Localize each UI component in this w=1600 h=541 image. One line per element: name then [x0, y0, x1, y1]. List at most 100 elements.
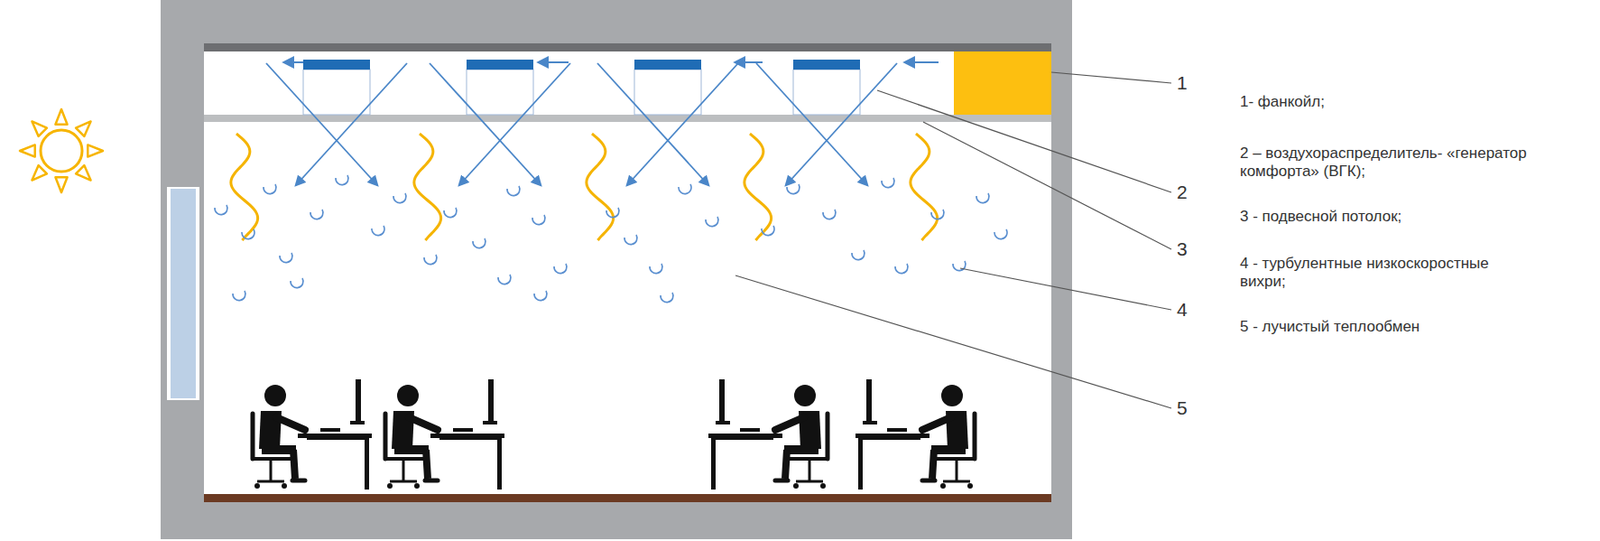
desk-panel [439, 437, 498, 440]
sun-disc [40, 129, 83, 172]
vortex-swirl [310, 209, 324, 220]
arm [408, 416, 438, 430]
desk-leg [858, 433, 863, 490]
chair-post [269, 458, 273, 481]
desk-panel [715, 437, 774, 440]
radiant-wave [231, 133, 259, 241]
shin [425, 449, 428, 479]
sun-ray [31, 165, 47, 180]
vortex-swirl [534, 290, 547, 301]
supply-jet [597, 63, 709, 185]
distributor-body [303, 69, 370, 115]
chair-wheel [793, 482, 799, 489]
supply-jet [786, 63, 898, 185]
monitor-stand [482, 420, 498, 425]
foot [922, 478, 935, 483]
sun-ray [75, 120, 91, 136]
legend-text: 1- фанкойл; [1239, 92, 1538, 111]
foot [292, 478, 306, 483]
vortex-swirl [279, 252, 293, 263]
vortex-swirl [851, 249, 865, 260]
vortex-swirl [507, 185, 520, 196]
leader-line [960, 268, 1172, 310]
chair-wheel [414, 482, 420, 489]
callout-number: 4 [1176, 298, 1188, 321]
head [794, 384, 816, 407]
sun-ray [19, 144, 36, 157]
fan-coil [953, 51, 1052, 115]
floor [203, 493, 1052, 502]
vortex-swirl [823, 209, 836, 220]
suspended-ceiling [203, 114, 1052, 122]
monitor-stand [350, 420, 365, 425]
distributor-bar [303, 59, 370, 70]
chair-back [972, 413, 978, 459]
vortex-swirl [606, 207, 620, 218]
monitor [719, 379, 725, 421]
vortex-swirl [371, 225, 385, 236]
vortex-swirl [994, 229, 1008, 240]
shin [293, 449, 296, 479]
desk-leg [711, 433, 716, 490]
leader-line [735, 275, 1172, 408]
chair-back [383, 413, 389, 459]
chair-base [389, 480, 417, 483]
sun-ray [55, 109, 67, 125]
monitor [488, 379, 494, 421]
monitor [866, 379, 872, 421]
chair-wheel [820, 482, 826, 489]
sun-ray [87, 144, 103, 157]
flow-arrow [735, 61, 763, 64]
distributor-bar [466, 59, 534, 70]
supply-jet [627, 63, 739, 185]
vortex-swirl [335, 175, 349, 185]
office-workers [252, 379, 975, 490]
chair-post [808, 458, 812, 481]
vortex-swirl [532, 214, 546, 225]
chair-wheel [940, 482, 946, 489]
vortex-swirl [443, 207, 457, 218]
window-frame [166, 186, 200, 400]
vortex-swirl [498, 274, 511, 285]
callout-number: 3 [1176, 238, 1188, 260]
window-glass [170, 188, 196, 398]
leader-line [1051, 72, 1172, 84]
worker-at-desk [855, 379, 975, 490]
flow-arrow [905, 61, 939, 64]
chair-wheel [387, 482, 393, 489]
distributor-body [793, 69, 861, 115]
arm [775, 416, 805, 430]
leader-line [877, 90, 1172, 193]
vortex-swirl [649, 263, 663, 274]
callout-number: 1 [1176, 72, 1188, 94]
desk-panel [862, 437, 921, 440]
vortex-swirl [472, 238, 486, 249]
radiant-wave [744, 133, 772, 241]
supply-jet [295, 63, 407, 185]
sun-ray [55, 176, 67, 193]
vortices [214, 175, 1008, 303]
chair-post [955, 458, 959, 481]
keyboard [739, 427, 760, 432]
vortex-swirl [705, 216, 719, 227]
desk-leg [497, 433, 502, 490]
room-interior [203, 43, 1052, 502]
desk-top [708, 433, 783, 438]
arm [276, 416, 306, 430]
chair-back [250, 413, 256, 459]
worker-at-desk [385, 379, 505, 490]
vortex-swirl [393, 193, 407, 204]
chair-back [825, 413, 831, 459]
supply-jet [459, 63, 571, 185]
worker-at-desk [252, 379, 372, 490]
sun-ray [31, 120, 47, 136]
callout-number: 5 [1176, 397, 1188, 419]
desk-panel [306, 437, 365, 440]
foot [775, 478, 788, 483]
desk-top [297, 433, 372, 438]
vortex-swirl [761, 225, 775, 236]
legend-text: 5 - лучистый теплообмен [1239, 317, 1538, 336]
desk-top [855, 433, 930, 438]
vortex-swirl [976, 193, 990, 204]
